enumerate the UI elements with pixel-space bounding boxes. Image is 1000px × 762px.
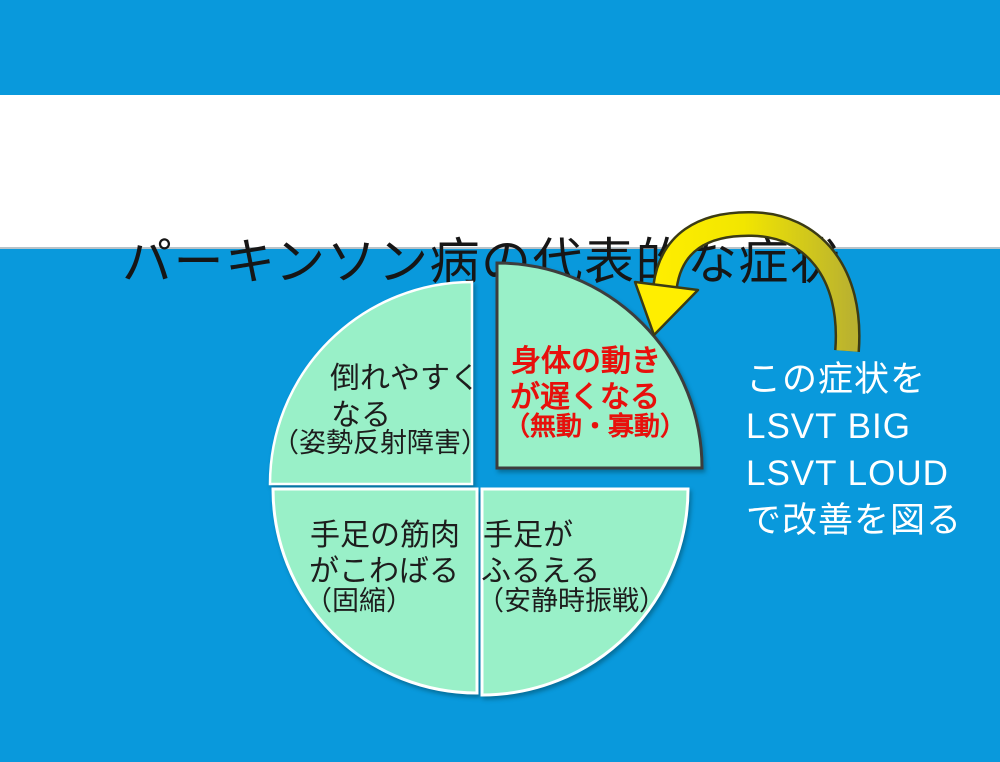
annotation-line-3: LSVT LOUD: [746, 454, 949, 493]
label-top-right-term: （無動・寡動）: [504, 411, 687, 441]
pie-quadrants: [268, 261, 704, 697]
label-top-left-line1: 倒れやすく: [330, 362, 480, 395]
label-top-right-line1: 身体の動き: [511, 345, 661, 378]
label-bottom-left-line2: がこわばる: [309, 555, 459, 588]
curved-arrow: [633, 210, 861, 352]
annotation-line-4: で改善を図る: [746, 501, 963, 540]
label-top-left-term: （姿勢反射障害）: [272, 428, 488, 458]
curved-arrow-head: [633, 280, 700, 337]
annotation-line-2: LSVT BIG: [746, 407, 911, 446]
quadrant-top-right-highlighted: [495, 261, 704, 470]
label-top-left-line2: なる: [331, 399, 391, 432]
page-title: パーキンソン病の代表的な症状: [122, 234, 842, 290]
label-bottom-right-line2: ふるえる: [481, 555, 601, 588]
quadrant-top-left: [268, 280, 474, 486]
label-bottom-right-term: （安静時振戦）: [477, 586, 666, 616]
annotation-line-1: この症状を: [746, 360, 927, 399]
annotation-block: この症状を LSVT BIG LSVT LOUD で改善を図る: [746, 356, 962, 544]
quadrant-bottom-left: [271, 487, 479, 695]
curved-arrow-band: [654, 213, 859, 352]
label-top-right-line2: が遅くなる: [510, 381, 660, 414]
title-band: パーキンソン病の代表的な症状: [0, 95, 1000, 290]
label-bottom-right-line1: 手足が: [483, 519, 573, 552]
label-bottom-left-line1: 手足の筋肉: [310, 519, 460, 552]
quadrant-bottom-right: [480, 487, 690, 697]
label-bottom-left-term: （固縮）: [305, 586, 413, 616]
